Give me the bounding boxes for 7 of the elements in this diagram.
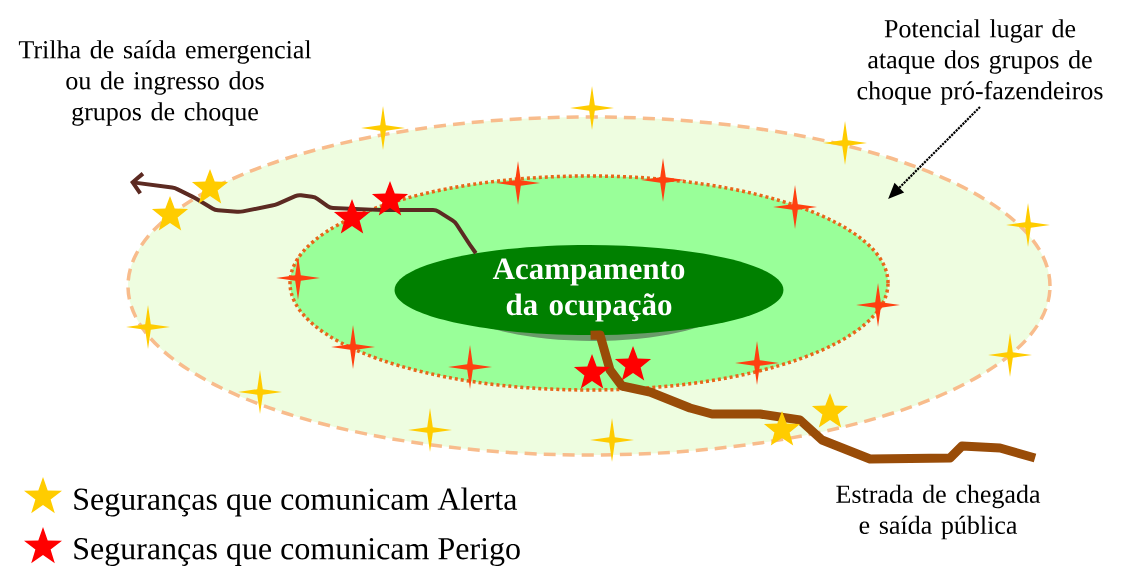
label-text: Trilha de saída emergencial ou de ingresso dos grupos de choque [18, 40, 312, 126]
label-text: Estrada de chegada e saída pública [836, 484, 1041, 540]
road-line [590, 330, 1037, 464]
annotation-text: Potencial lugar de ataque dos grupos de choque pró-fazendeiros [857, 19, 1103, 105]
legend-text: Seguranças que comunicam Alerta [74, 487, 517, 517]
legend-text: Seguranças que comunicam Perigo [74, 537, 520, 567]
arrow [130, 172, 478, 255]
